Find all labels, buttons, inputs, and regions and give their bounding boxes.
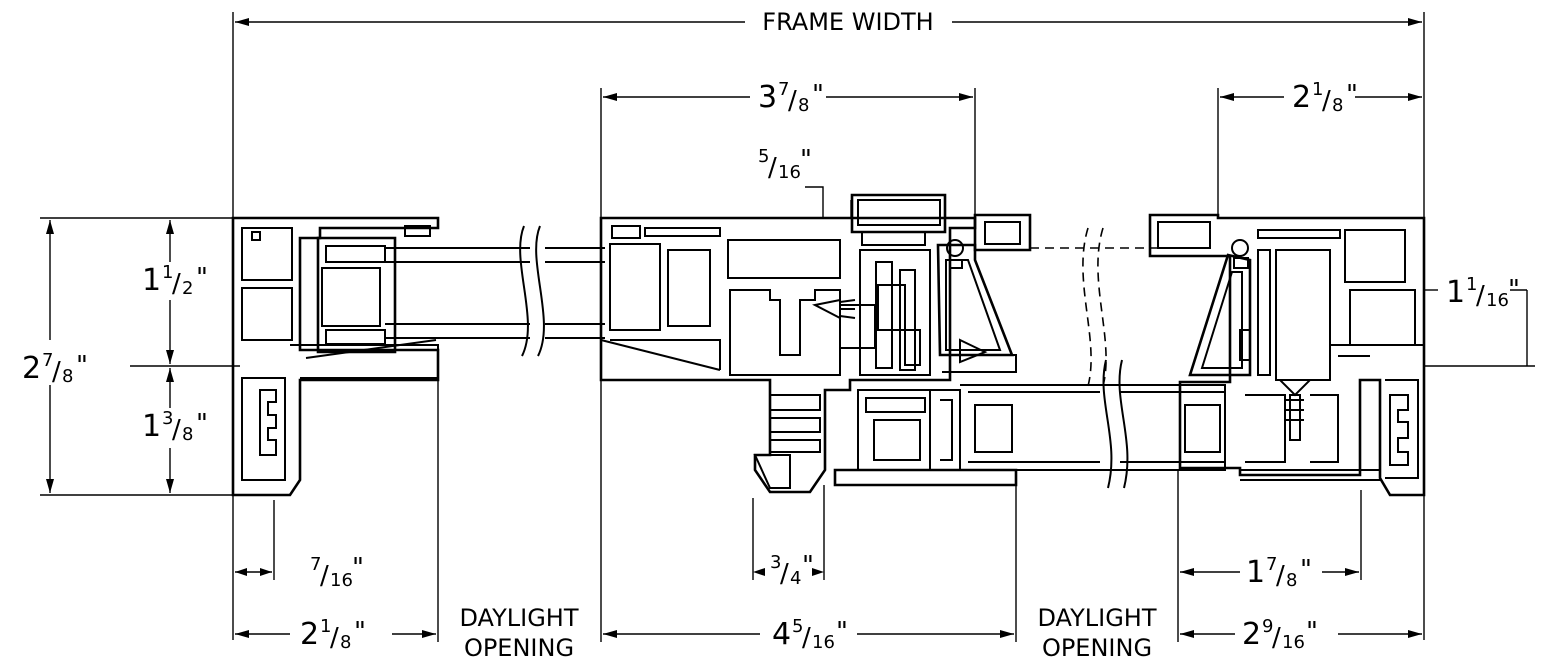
dim-left-leg: 7 / 16 " (310, 553, 364, 591)
svg-text:8: 8 (798, 95, 809, 116)
svg-text:7: 7 (778, 79, 789, 100)
svg-text:/: / (330, 623, 339, 653)
dim-bottom-center: 4 5 / 16 " (772, 616, 848, 653)
left-glass-lite (385, 225, 605, 357)
svg-text:": " (354, 617, 366, 647)
svg-text:": " (76, 351, 88, 381)
svg-text:/: / (780, 559, 789, 589)
dim-right-height: 1 1 / 16 " (1446, 274, 1520, 311)
daylight-opening-right-line1: DAYLIGHT (1037, 604, 1156, 632)
svg-text:1: 1 (320, 616, 331, 637)
dim-center-leg: 3 / 4 " (770, 551, 814, 589)
svg-text:16: 16 (330, 570, 353, 591)
svg-text:/: / (1476, 281, 1485, 311)
dim-top-right: 2 1 / 8 " (1292, 79, 1358, 116)
svg-text:/: / (1272, 623, 1281, 653)
svg-text:": " (1306, 617, 1318, 647)
svg-text:": " (352, 553, 364, 583)
svg-text:3: 3 (770, 552, 781, 573)
svg-text:": " (196, 409, 208, 439)
dim-interlock-offset: 5 / 16 " (758, 145, 812, 183)
svg-text:16: 16 (1486, 290, 1509, 311)
svg-text:": " (1300, 555, 1312, 585)
svg-text:/: / (1322, 86, 1331, 116)
dim-bottom-right: 2 9 / 16 " (1242, 616, 1318, 653)
svg-text:8: 8 (1332, 95, 1343, 116)
svg-text:1: 1 (1446, 275, 1465, 310)
svg-text:": " (802, 551, 814, 581)
dim-right-leg: 1 7 / 8 " (1246, 554, 1312, 591)
svg-text:5: 5 (792, 616, 803, 637)
right-sliding-sash (833, 359, 1226, 489)
sash-travel-dashes (973, 213, 1160, 387)
svg-text:2: 2 (1242, 617, 1261, 652)
svg-text:7: 7 (42, 350, 53, 371)
svg-text:/: / (1276, 561, 1285, 591)
svg-text:4: 4 (790, 568, 801, 589)
svg-text:9: 9 (1262, 616, 1273, 637)
svg-text:": " (196, 263, 208, 293)
svg-text:7: 7 (310, 554, 321, 575)
svg-text:2: 2 (300, 617, 319, 652)
svg-text:8: 8 (1286, 570, 1297, 591)
svg-text:4: 4 (772, 617, 791, 652)
svg-text:5: 5 (758, 146, 769, 167)
svg-text:1: 1 (1312, 79, 1323, 100)
svg-text:/: / (172, 269, 181, 299)
svg-text:1: 1 (142, 263, 161, 298)
dim-height-lower: 1 3 / 8 " (142, 408, 208, 445)
daylight-opening-right-line2: OPENING (1042, 634, 1152, 662)
dim-height-upper: 1 1 / 2 " (142, 262, 208, 299)
svg-text:8: 8 (340, 632, 351, 653)
svg-text:8: 8 (62, 366, 73, 387)
svg-text:": " (1346, 80, 1358, 110)
svg-text:1: 1 (142, 409, 161, 444)
daylight-opening-left-line1: DAYLIGHT (459, 604, 578, 632)
dimension-text: 3 7 / 8 " 2 1 / 8 " 5 / 16 " 2 7 / 8 " 1 (22, 79, 1520, 653)
svg-text:1: 1 (1246, 555, 1265, 590)
svg-text:2: 2 (182, 278, 193, 299)
right-jamb-frame (1148, 213, 1426, 497)
dim-bottom-left: 2 1 / 8 " (300, 616, 366, 653)
svg-text:2: 2 (22, 351, 41, 386)
svg-text:2: 2 (1292, 80, 1311, 115)
dim-height-total: 2 7 / 8 " (22, 350, 88, 387)
svg-text:": " (1508, 275, 1520, 305)
dim-top-center: 3 7 / 8 " (758, 79, 824, 116)
svg-text:1: 1 (162, 262, 173, 283)
svg-text:/: / (788, 86, 797, 116)
left-jamb-frame (231, 216, 440, 497)
labels: FRAME WIDTH DAYLIGHT OPENING DAYLIGHT OP… (459, 8, 1156, 662)
svg-text:": " (812, 80, 824, 110)
svg-text:/: / (768, 153, 777, 183)
svg-text:/: / (802, 623, 811, 653)
svg-text:8: 8 (182, 424, 193, 445)
svg-text:16: 16 (1282, 632, 1305, 653)
svg-text:/: / (172, 415, 181, 445)
frame-width-label: FRAME WIDTH (762, 8, 933, 36)
daylight-opening-left-line2: OPENING (464, 634, 574, 662)
svg-text:": " (836, 617, 848, 647)
svg-text:16: 16 (778, 162, 801, 183)
left-sash (316, 236, 397, 354)
center-meeting-rail (599, 193, 1017, 494)
svg-text:3: 3 (758, 80, 777, 115)
svg-text:3: 3 (162, 408, 173, 429)
svg-text:7: 7 (1266, 554, 1277, 575)
svg-text:/: / (320, 561, 329, 591)
svg-text:/: / (52, 357, 61, 387)
svg-text:16: 16 (812, 632, 835, 653)
svg-text:": " (800, 145, 812, 175)
svg-text:1: 1 (1466, 274, 1477, 295)
